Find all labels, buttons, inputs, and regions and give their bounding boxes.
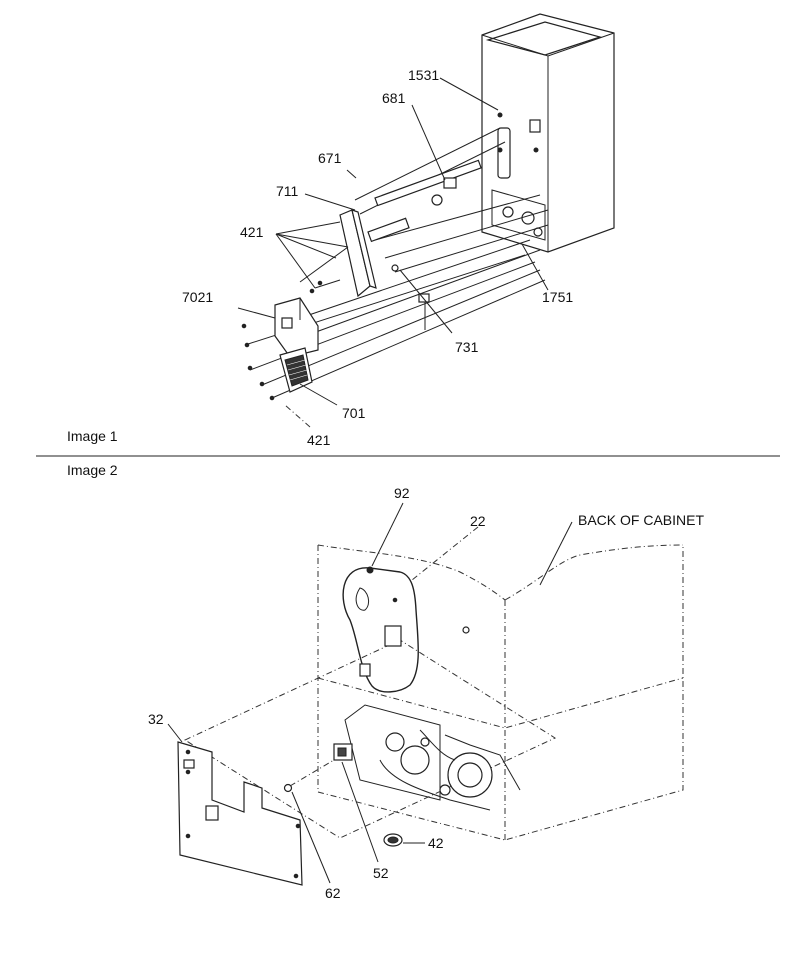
machine-compartment — [344, 704, 521, 811]
panel-711 — [339, 209, 377, 298]
callout-22: 22 — [470, 513, 486, 529]
back-of-cabinet-label: BACK OF CABINET — [578, 512, 704, 528]
callout-1751: 1751 — [542, 289, 573, 305]
image2-leaders — [167, 502, 573, 884]
callout-42: 42 — [428, 835, 444, 851]
callout-52: 52 — [373, 865, 389, 881]
callout-62: 62 — [325, 885, 341, 901]
image1-caption: Image 1 — [67, 428, 118, 444]
callout-711: 711 — [276, 183, 299, 199]
screws — [241, 280, 323, 401]
callout-671: 671 — [318, 150, 342, 166]
image1-leaders — [237, 77, 549, 428]
callout-421-top: 421 — [240, 224, 264, 240]
callout-701: 701 — [342, 405, 366, 421]
callout-421-bottom: 421 — [307, 432, 331, 448]
image2-drawing — [167, 502, 684, 886]
cabinet-back-outline — [183, 544, 684, 841]
screw-62 — [283, 759, 335, 793]
fan-grille-701 — [279, 347, 313, 393]
image1-drawing — [237, 13, 615, 428]
callout-7021: 7021 — [182, 289, 213, 305]
wire-harness-22 — [342, 566, 470, 693]
callout-32: 32 — [148, 711, 164, 727]
part-42 — [383, 833, 425, 847]
rear-cover-32 — [177, 741, 303, 886]
callout-92: 92 — [394, 485, 410, 501]
condenser-parts — [367, 159, 482, 330]
relay-52 — [333, 743, 353, 761]
callout-731: 731 — [455, 339, 479, 355]
callout-681: 681 — [382, 90, 406, 106]
bracket-7021 — [274, 297, 319, 358]
screw-lines-421 — [275, 221, 349, 289]
cabinet-body — [481, 13, 615, 253]
callout-1531: 1531 — [408, 67, 439, 83]
image2-caption: Image 2 — [67, 462, 118, 478]
